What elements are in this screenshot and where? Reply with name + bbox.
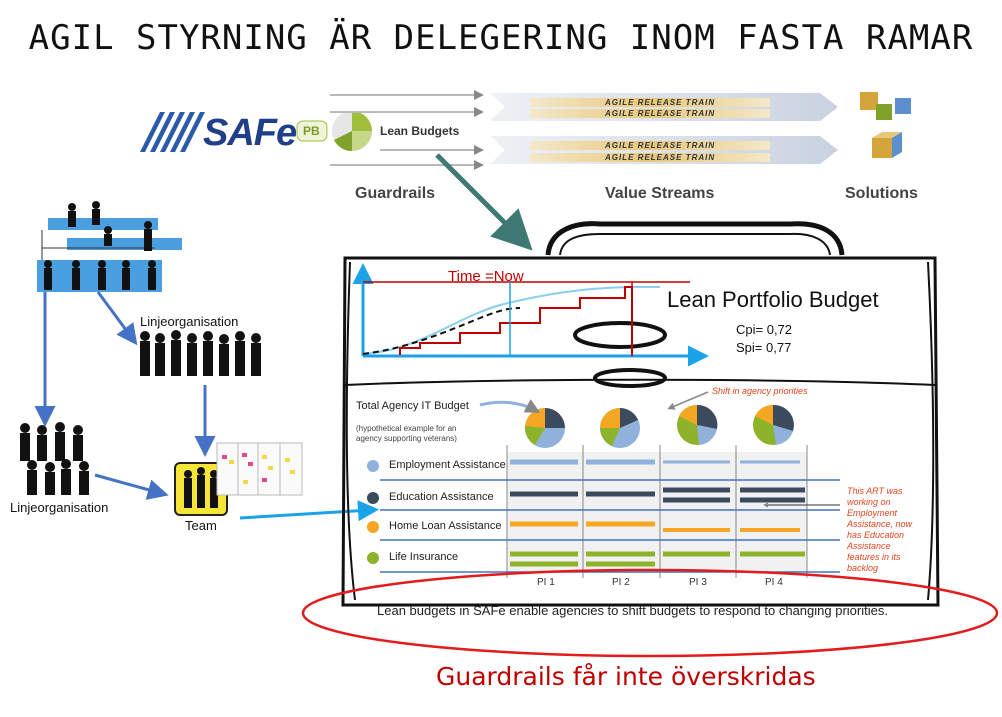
art-label-4: AGILE RELEASE TRAIN	[605, 153, 716, 162]
people-group-bottom-icon	[20, 422, 89, 495]
linjeorganisation-bottom-label: Linjeorganisation	[10, 500, 109, 515]
safe-logo-text: SAFe	[203, 112, 297, 154]
row-label-home-loan: Home Loan Assistance	[389, 520, 502, 532]
row-label-education: Education Assistance	[389, 491, 494, 503]
cpi-value: Cpi= 0,72	[736, 322, 793, 337]
guardrails-warning: Guardrails får inte överskridas	[436, 662, 816, 691]
org-flow-arrows	[34, 291, 216, 500]
lean-budgets-label: Lean Budgets	[380, 124, 460, 138]
team-icon	[174, 462, 228, 516]
art-label-1: AGILE RELEASE TRAIN	[605, 98, 716, 107]
safe-logo-icon	[140, 112, 205, 152]
guardrail-lines	[330, 90, 484, 170]
value-stream-bands	[490, 93, 838, 164]
page-title: AGIL STYRNING ÄR DELEGERING INOM FASTA R…	[28, 18, 974, 58]
pi-label-4: PI 4	[765, 577, 783, 588]
shift-priorities-note: Shift in agency priorities	[712, 386, 808, 396]
people-group-top-icon	[140, 330, 261, 376]
lean-budget-pie-icon	[332, 111, 372, 152]
total-agency-budget-label: Total Agency IT Budget	[356, 400, 469, 412]
guardrails-label: Guardrails	[355, 185, 436, 202]
budget-caption: Lean budgets in SAFe enable agencies to …	[377, 603, 888, 618]
solutions-label: Solutions	[845, 185, 918, 202]
pb-badge: PB	[303, 124, 320, 138]
time-now-label: Time =Now	[448, 268, 524, 285]
row-label-employment: Employment Assistance	[389, 459, 506, 471]
art-label-3: AGILE RELEASE TRAIN	[605, 141, 716, 150]
guardrails-ellipse	[301, 568, 999, 658]
solution-cubes-icon	[860, 92, 911, 158]
portfolio-burnup-chart	[352, 263, 709, 367]
lean-portfolio-budget-title: Lean Portfolio Budget	[667, 287, 879, 312]
value-streams-label: Value Streams	[605, 185, 715, 202]
pi-label-3: PI 3	[689, 577, 707, 588]
art-shift-note: This ART was working on Employment Assis…	[847, 486, 913, 573]
org-chart-icon	[37, 201, 182, 292]
hypothetical-note: (hypothetical example for an agency supp…	[356, 424, 457, 443]
safe-to-portfolio-arrow	[435, 153, 533, 251]
art-label-2: AGILE RELEASE TRAIN	[605, 109, 716, 118]
spi-value: Spi= 0,77	[736, 340, 792, 355]
row-label-life-insurance: Life Insurance	[389, 551, 459, 563]
total-budget-pointer	[479, 399, 541, 413]
shift-pointer	[667, 391, 709, 410]
pi-label-2: PI 2	[612, 577, 630, 588]
pi-label-1: PI 1	[537, 577, 555, 588]
linjeorganisation-top-label: Linjeorganisation	[140, 314, 239, 329]
briefcase-outline	[341, 221, 940, 607]
team-label: Team	[185, 518, 217, 533]
budget-pies	[524, 404, 794, 448]
kanban-board-icon	[216, 442, 303, 496]
pb-badge-shape	[296, 120, 328, 142]
team-to-budget-arrow	[239, 500, 379, 522]
